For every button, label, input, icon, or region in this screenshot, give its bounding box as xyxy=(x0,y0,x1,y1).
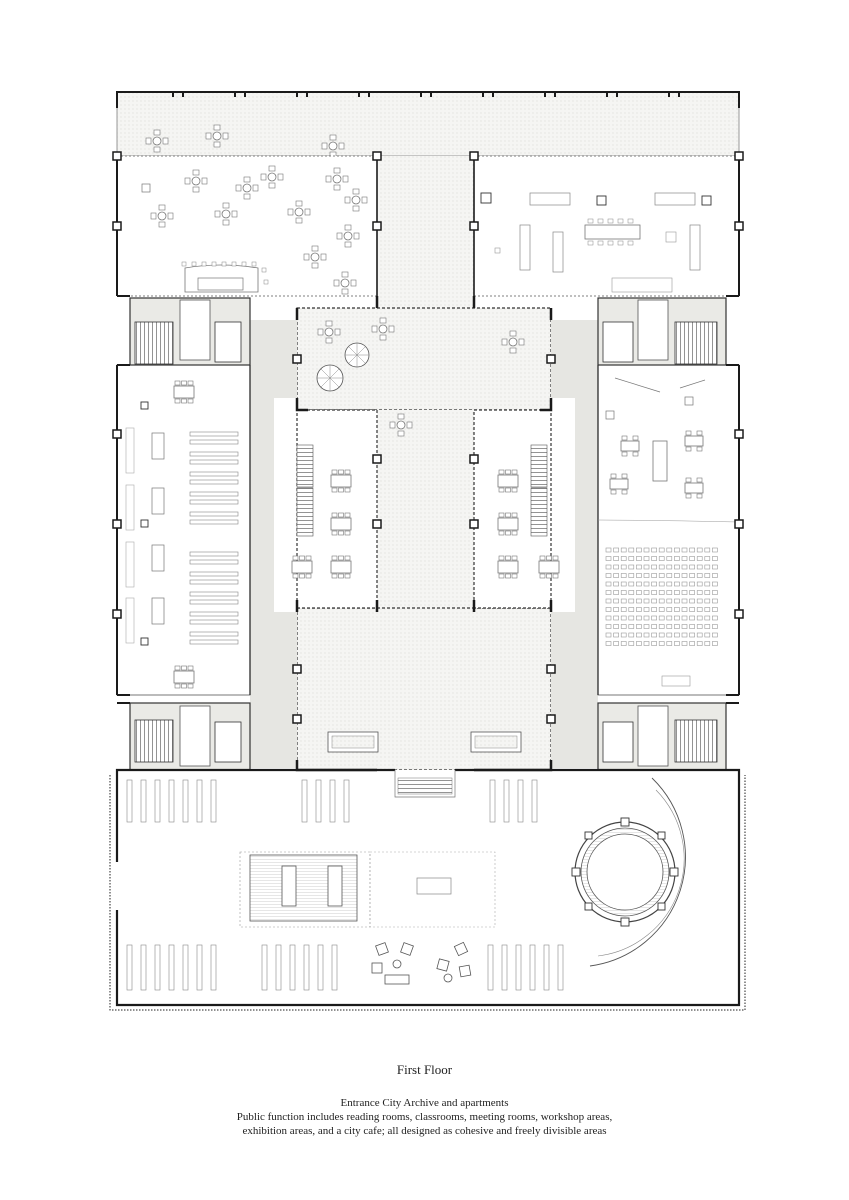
reading-room xyxy=(116,364,251,696)
drawing-title: First Floor xyxy=(396,1062,453,1077)
caption-line-1: Entrance City Archive and apartments xyxy=(340,1097,509,1109)
caption-line-2: Public function includes reading rooms, … xyxy=(236,1111,613,1123)
cafe-wing xyxy=(116,155,378,297)
east-stair-core xyxy=(597,297,727,771)
drawing-caption: Entrance City Archive and apartments Pub… xyxy=(0,1096,849,1138)
classroom-wing xyxy=(291,409,560,609)
corridors xyxy=(250,320,598,768)
auditorium-seating xyxy=(597,364,741,696)
perimeter-walls xyxy=(117,295,739,772)
west-stair-core xyxy=(129,297,251,771)
north-colonnade xyxy=(116,91,740,308)
caption-line-3: exhibition areas, and a city cafe; all d… xyxy=(242,1125,607,1137)
auditorium-rows xyxy=(605,547,718,646)
central-courtyard xyxy=(296,307,552,771)
round-exhibition-pavilion xyxy=(571,777,686,967)
floor-plan-drawing xyxy=(109,91,746,1011)
column-markers xyxy=(112,151,744,724)
workshop-wing xyxy=(473,155,740,297)
